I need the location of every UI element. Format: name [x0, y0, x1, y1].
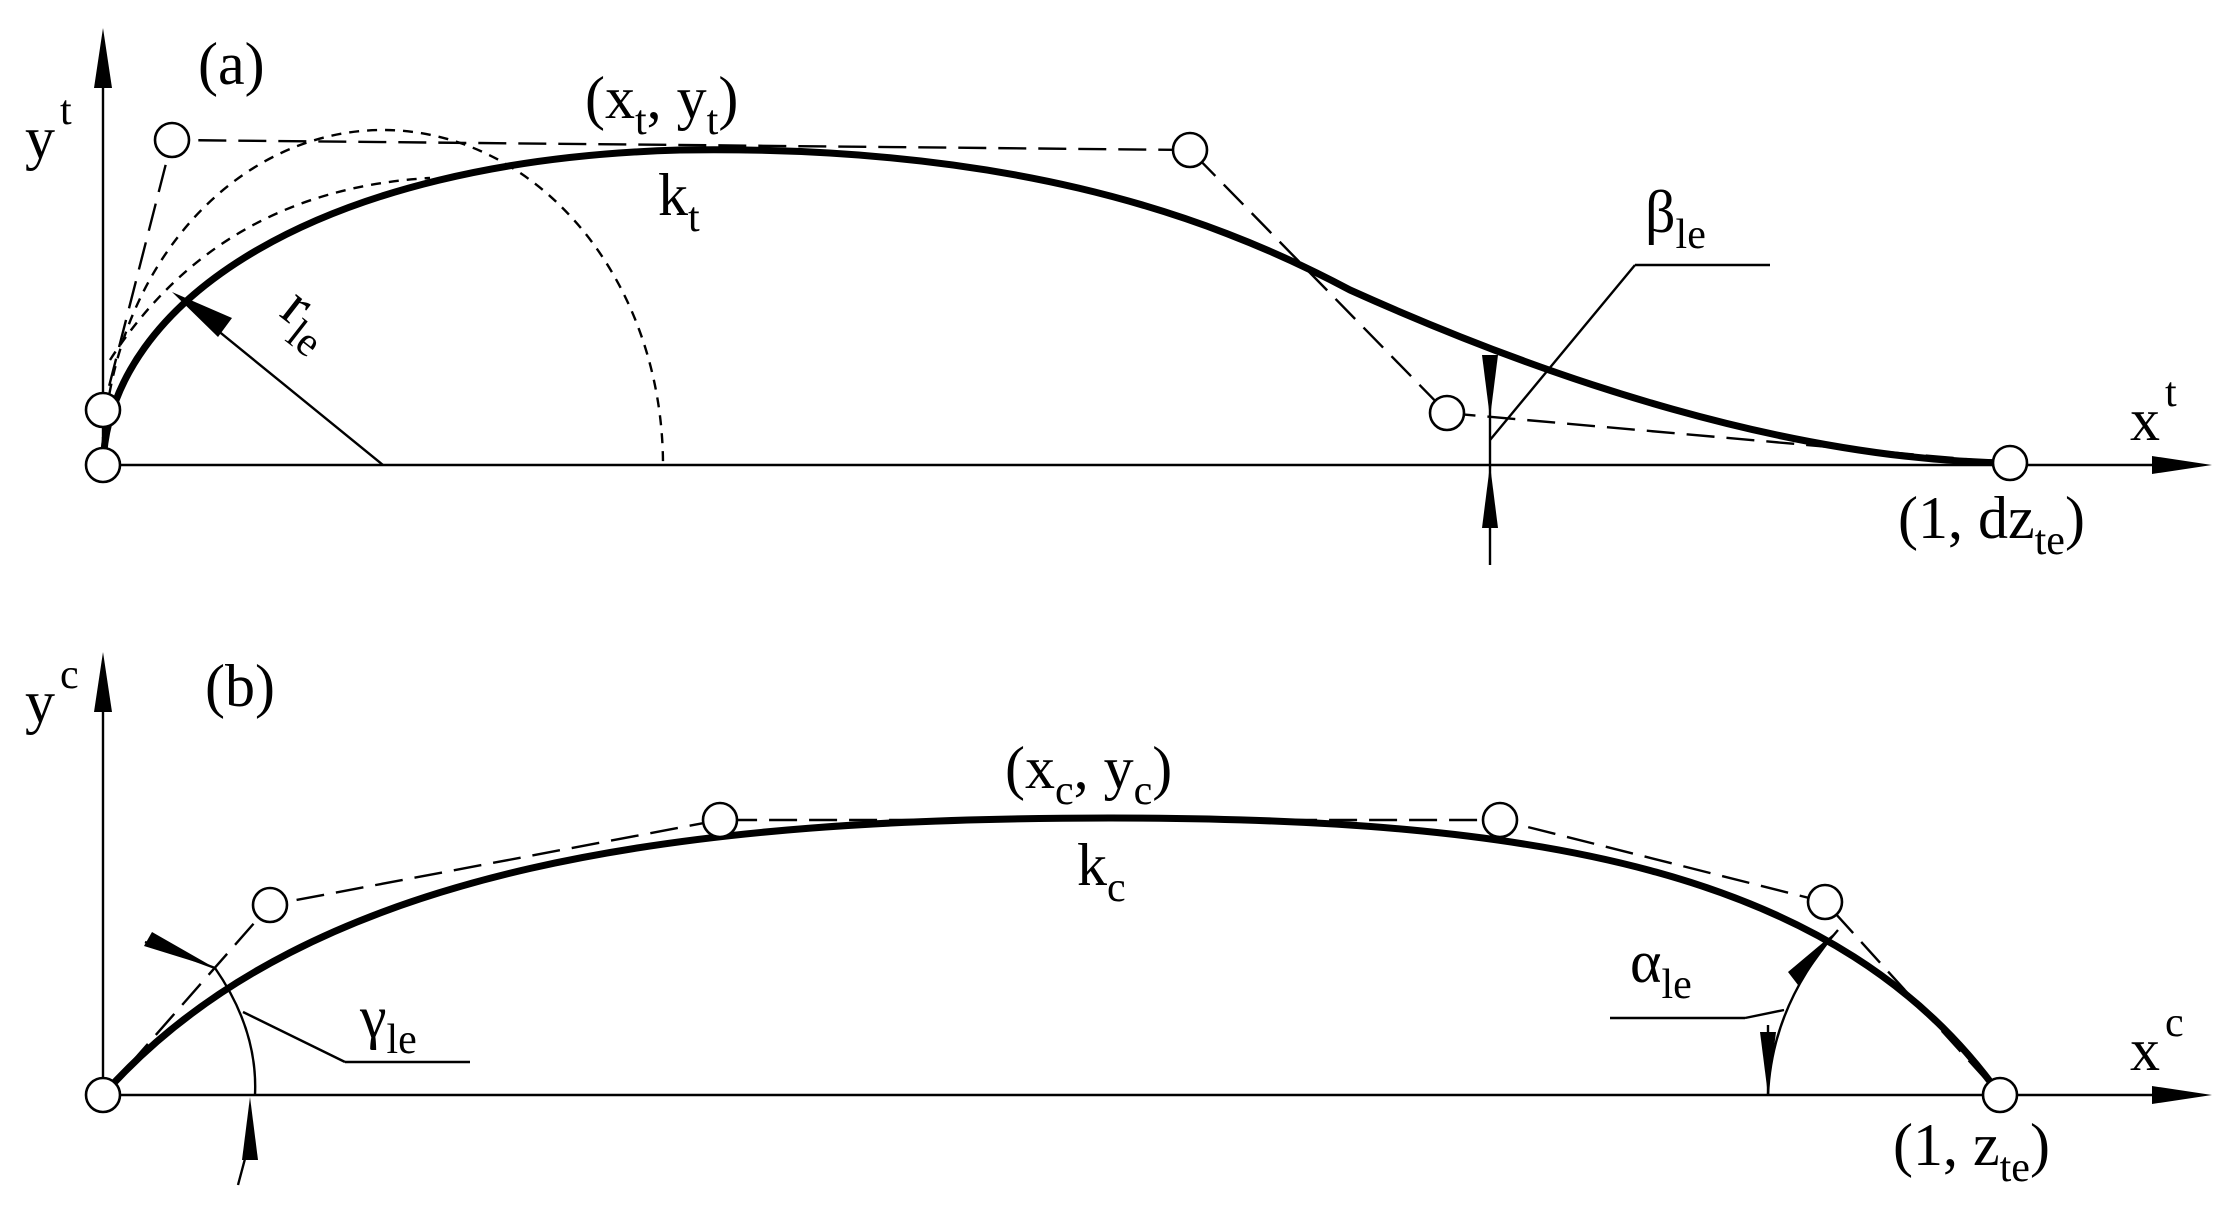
panel-a-x-axis-arrowhead: [2152, 456, 2212, 474]
panel-b-alpha-upper-arrowhead: [1788, 930, 1838, 985]
panel-a-leading-edge-circle-upper: [108, 176, 431, 361]
panel-a-radius-line: [194, 311, 384, 466]
panel-b-control-point: [1981, 1076, 2019, 1114]
panel-b-control-point: [1806, 883, 1844, 921]
panel-a-radius-label: rle: [262, 273, 350, 366]
panel-b-trailing-edge-label: (1, zte): [1893, 1112, 2050, 1191]
panel-a-control-point: [1171, 131, 1209, 169]
panel-b-crest-point-label: (xc, yc): [1005, 735, 1172, 814]
panel-b-gamma-label: γle: [359, 984, 417, 1063]
panel-a-crest-curvature-label: kt: [658, 162, 700, 241]
panel-a-axes: [94, 28, 2212, 474]
panel-b-tag: (b): [205, 653, 275, 719]
panel-b-gamma-arc: [214, 967, 257, 1096]
panel-b-control-point: [84, 1076, 122, 1114]
panel-a-beta-lower-arrowhead: [1482, 465, 1498, 528]
panel-b-camber-curve: [99, 814, 2004, 1099]
panel-b-control-point: [1481, 801, 1519, 839]
panel-b-gamma-upper-arrowhead: [144, 932, 215, 968]
panel-b-alpha-leader: [1744, 1008, 1785, 1020]
panel-b-control-point: [251, 886, 289, 924]
panel-a-control-polygon: [101, 138, 2011, 465]
panel-b-control-point: [701, 801, 739, 839]
panel-a-radius-arrowhead: [172, 292, 232, 337]
panel-b-gamma-lower-tail: [236, 1139, 252, 1186]
panel-a-crest-point-label: (xt, yt): [585, 65, 738, 144]
panel-b-alpha-label: αle: [1630, 929, 1692, 1008]
panel-b-gamma-leader: [242, 1010, 346, 1064]
panel-a-thickness-curve: [99, 146, 2014, 469]
panel-a-leading-edge-circle: [101, 128, 665, 466]
svg-text:rle: rle: [262, 273, 350, 366]
panel-b-gamma-lower-arrowhead: [242, 1097, 258, 1160]
panel-b-crest-curvature-label: kc: [1077, 832, 1126, 911]
panel-a-control-point: [84, 391, 122, 429]
panel-a-control-point: [84, 446, 122, 484]
panel-b-gamma-upper-tail: [144, 940, 216, 970]
panel-a-control-point: [153, 121, 191, 159]
panel-a-y-axis-arrowhead: [94, 28, 112, 88]
panel-a-trailing-edge-label: (1, dzte): [1898, 485, 2085, 564]
panel-a-control-point: [1991, 444, 2029, 482]
panel-b-y-axis-arrowhead: [94, 652, 112, 712]
panel-a-beta-label: βle: [1645, 179, 1706, 258]
panel-b-x-axis-arrowhead: [2152, 1086, 2212, 1104]
panel-b-alpha-arc: [1766, 929, 1839, 1096]
panel-a-beta-upper-arrowhead: [1482, 355, 1498, 418]
panel-a-beta-leader: [1489, 264, 1636, 441]
panel-b-axes: [94, 652, 2212, 1104]
panel-a-control-point: [1428, 394, 1466, 432]
panel-a-tag: (a): [198, 31, 265, 97]
